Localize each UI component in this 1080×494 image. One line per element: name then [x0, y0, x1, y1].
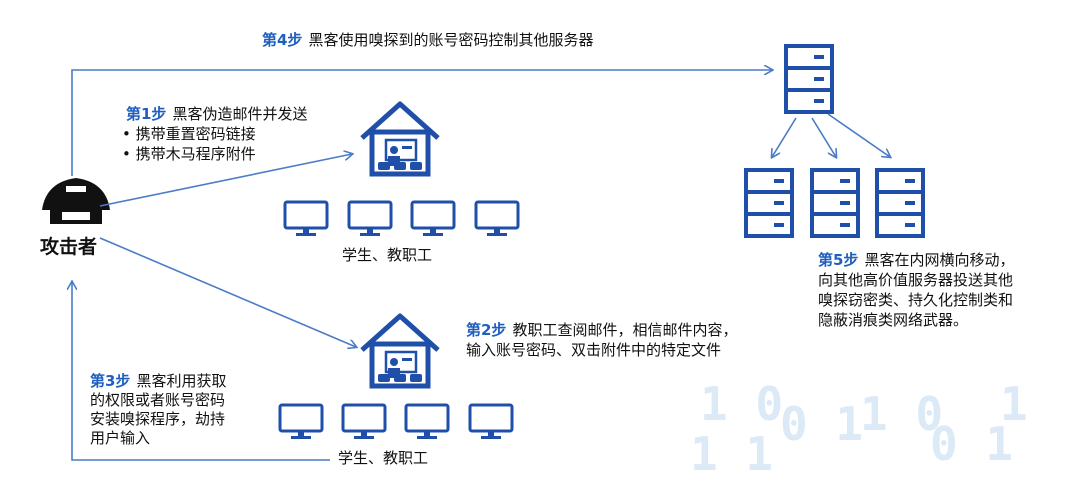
- monitor-icon: [278, 403, 324, 441]
- monitor-icon: [410, 200, 456, 238]
- step2-line2: 输入账号密码、双击附件中的特定文件: [466, 341, 722, 359]
- school-icon-top: [362, 104, 438, 174]
- group-label-bottom: 学生、教职工: [338, 449, 429, 467]
- step5-tag: 第5步: [818, 251, 859, 269]
- server-icon: [744, 168, 794, 238]
- step3-line4: 用户输入: [90, 429, 151, 447]
- monitor-icon: [347, 200, 393, 238]
- step3-line2: 的权限或者账号密码: [90, 391, 226, 409]
- step3-line1: 黑客利用获取: [136, 372, 227, 390]
- step1-bullet-2: 携带木马程序附件: [135, 145, 256, 163]
- step4-caption: 第4步黑客使用嗅探到的账号密码控制其他服务器: [262, 30, 593, 50]
- step2-tag: 第2步: [466, 321, 507, 339]
- flow-arrows: [71, 70, 890, 461]
- group-label-top: 学生、教职工: [342, 246, 433, 264]
- arrow-step1: [99, 154, 352, 207]
- server-icon: [875, 168, 925, 238]
- svg-text:1: 1: [1000, 377, 1028, 431]
- arrow-lateral-2: [811, 117, 836, 157]
- step1-bullet-1: 携带重置密码链接: [135, 125, 256, 143]
- monitor-group-top: [283, 200, 520, 238]
- attacker-label: 攻击者: [40, 236, 98, 258]
- arrow-lateral-3: [827, 113, 890, 157]
- svg-text:1 0: 1 0: [700, 377, 783, 431]
- step3-tag: 第3步: [90, 372, 131, 390]
- step5-line1: 黑客在内网横向移动，: [864, 251, 1015, 269]
- step5-line2: 向其他高价值服务器投送其他: [818, 271, 1014, 289]
- monitor-icon: [283, 200, 329, 238]
- step2-caption: 第2步教职工查阅邮件，相信邮件内容， 输入账号密码、双击附件中的特定文件: [466, 320, 737, 360]
- binary-watermark: 1 0 1 1 0 1 1 0 0 1 1: [690, 377, 1028, 481]
- step5-line4: 隐蔽消痕类网络武器。: [818, 311, 969, 329]
- svg-text:1 1: 1 1: [690, 427, 773, 481]
- step3-line3: 安装嗅探程序，劫持: [90, 410, 226, 428]
- step4-tag: 第4步: [262, 31, 303, 49]
- step5-caption: 第5步黑客在内网横向移动， 向其他高价值服务器投送其他 嗅探窃密类、持久化控制类…: [818, 250, 1014, 330]
- monitor-icon: [474, 200, 520, 238]
- arrow-lateral-1: [772, 117, 797, 157]
- step4-text: 黑客使用嗅探到的账号密码控制其他服务器: [308, 31, 594, 49]
- arrow-step4: [71, 70, 772, 176]
- arrow-step2: [99, 237, 356, 347]
- step3-caption: 第3步黑客利用获取 的权限或者账号密码 安装嗅探程序，劫持 用户输入: [90, 372, 226, 448]
- monitor-icon: [341, 403, 387, 441]
- monitor-icon: [468, 403, 514, 441]
- server-icon: [810, 168, 860, 238]
- arrow-step3: [72, 282, 330, 461]
- monitor-icon: [404, 403, 450, 441]
- server-icon-main: [784, 44, 834, 114]
- hacker-icon: [42, 178, 110, 224]
- school-icon-bottom: [362, 316, 438, 386]
- step1-text: 黑客伪造邮件并发送: [172, 105, 308, 123]
- svg-text:0 1: 0 1: [930, 417, 1013, 471]
- monitor-group-bottom: [278, 403, 514, 441]
- svg-text:0 1: 0 1: [780, 397, 863, 451]
- step2-line1: 教职工查阅邮件，相信邮件内容，: [512, 321, 738, 339]
- svg-text:1 0: 1 0: [860, 387, 943, 441]
- step5-line3: 嗅探窃密类、持久化控制类和: [818, 291, 1014, 309]
- step1-tag: 第1步: [126, 105, 167, 123]
